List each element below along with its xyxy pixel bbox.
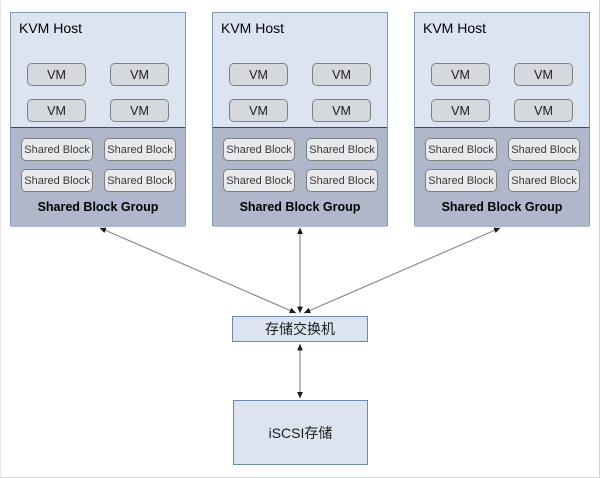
vm-box[interactable]: VM (312, 99, 371, 122)
vm-box[interactable]: VM (431, 99, 490, 122)
shared-block-group-label: Shared Block Group (37, 200, 159, 214)
shared-block-group[interactable]: Shared Block Shared Block Shared Block S… (415, 127, 589, 227)
shared-block-group[interactable]: Shared Block Shared Block Shared Block S… (11, 127, 185, 227)
vm-box[interactable]: VM (110, 99, 169, 122)
storage-switch-node[interactable]: 存储交换机 (232, 316, 368, 342)
shared-block-box[interactable]: Shared Block (306, 169, 378, 192)
shared-block-box[interactable]: Shared Block (508, 138, 580, 161)
shared-block-box[interactable]: Shared Block (425, 138, 497, 161)
vm-box[interactable]: VM (27, 63, 86, 86)
shared-block-box[interactable]: Shared Block (21, 169, 93, 192)
kvm-host-title: KVM Host (221, 20, 285, 36)
vm-box[interactable]: VM (431, 63, 490, 86)
connector-switch-to-host-left (99, 227, 297, 314)
shared-block-group-label: Shared Block Group (239, 200, 361, 214)
shared-block-box[interactable]: Shared Block (104, 138, 176, 161)
kvm-host-middle[interactable]: KVM Host VM VM VM VM Shared Block Shared… (212, 12, 388, 227)
connector-switch-to-host-right (303, 227, 501, 314)
shared-block-box[interactable]: Shared Block (508, 169, 580, 192)
shared-block-box[interactable]: Shared Block (223, 169, 295, 192)
vm-box[interactable]: VM (514, 99, 573, 122)
vm-box[interactable]: VM (229, 63, 288, 86)
vm-box[interactable]: VM (514, 63, 573, 86)
shared-block-group-label: Shared Block Group (441, 200, 563, 214)
iscsi-storage-node[interactable]: iSCSI存储 (233, 400, 368, 465)
kvm-host-right[interactable]: KVM Host VM VM VM VM Shared Block Shared… (414, 12, 590, 227)
vm-area: KVM Host VM VM VM VM (415, 13, 589, 127)
shared-block-box[interactable]: Shared Block (223, 138, 295, 161)
vm-area: KVM Host VM VM VM VM (213, 13, 387, 127)
shared-block-box[interactable]: Shared Block (306, 138, 378, 161)
shared-block-box[interactable]: Shared Block (21, 138, 93, 161)
shared-block-box[interactable]: Shared Block (104, 169, 176, 192)
vm-area: KVM Host VM VM VM VM (11, 13, 185, 127)
kvm-host-title: KVM Host (19, 20, 83, 36)
vm-box[interactable]: VM (229, 99, 288, 122)
shared-block-box[interactable]: Shared Block (425, 169, 497, 192)
kvm-host-left[interactable]: KVM Host VM VM VM VM Shared Block Shared… (10, 12, 186, 227)
vm-box[interactable]: VM (110, 63, 169, 86)
shared-block-group[interactable]: Shared Block Shared Block Shared Block S… (213, 127, 387, 227)
vm-box[interactable]: VM (27, 99, 86, 122)
kvm-host-title: KVM Host (423, 20, 487, 36)
vm-box[interactable]: VM (312, 63, 371, 86)
